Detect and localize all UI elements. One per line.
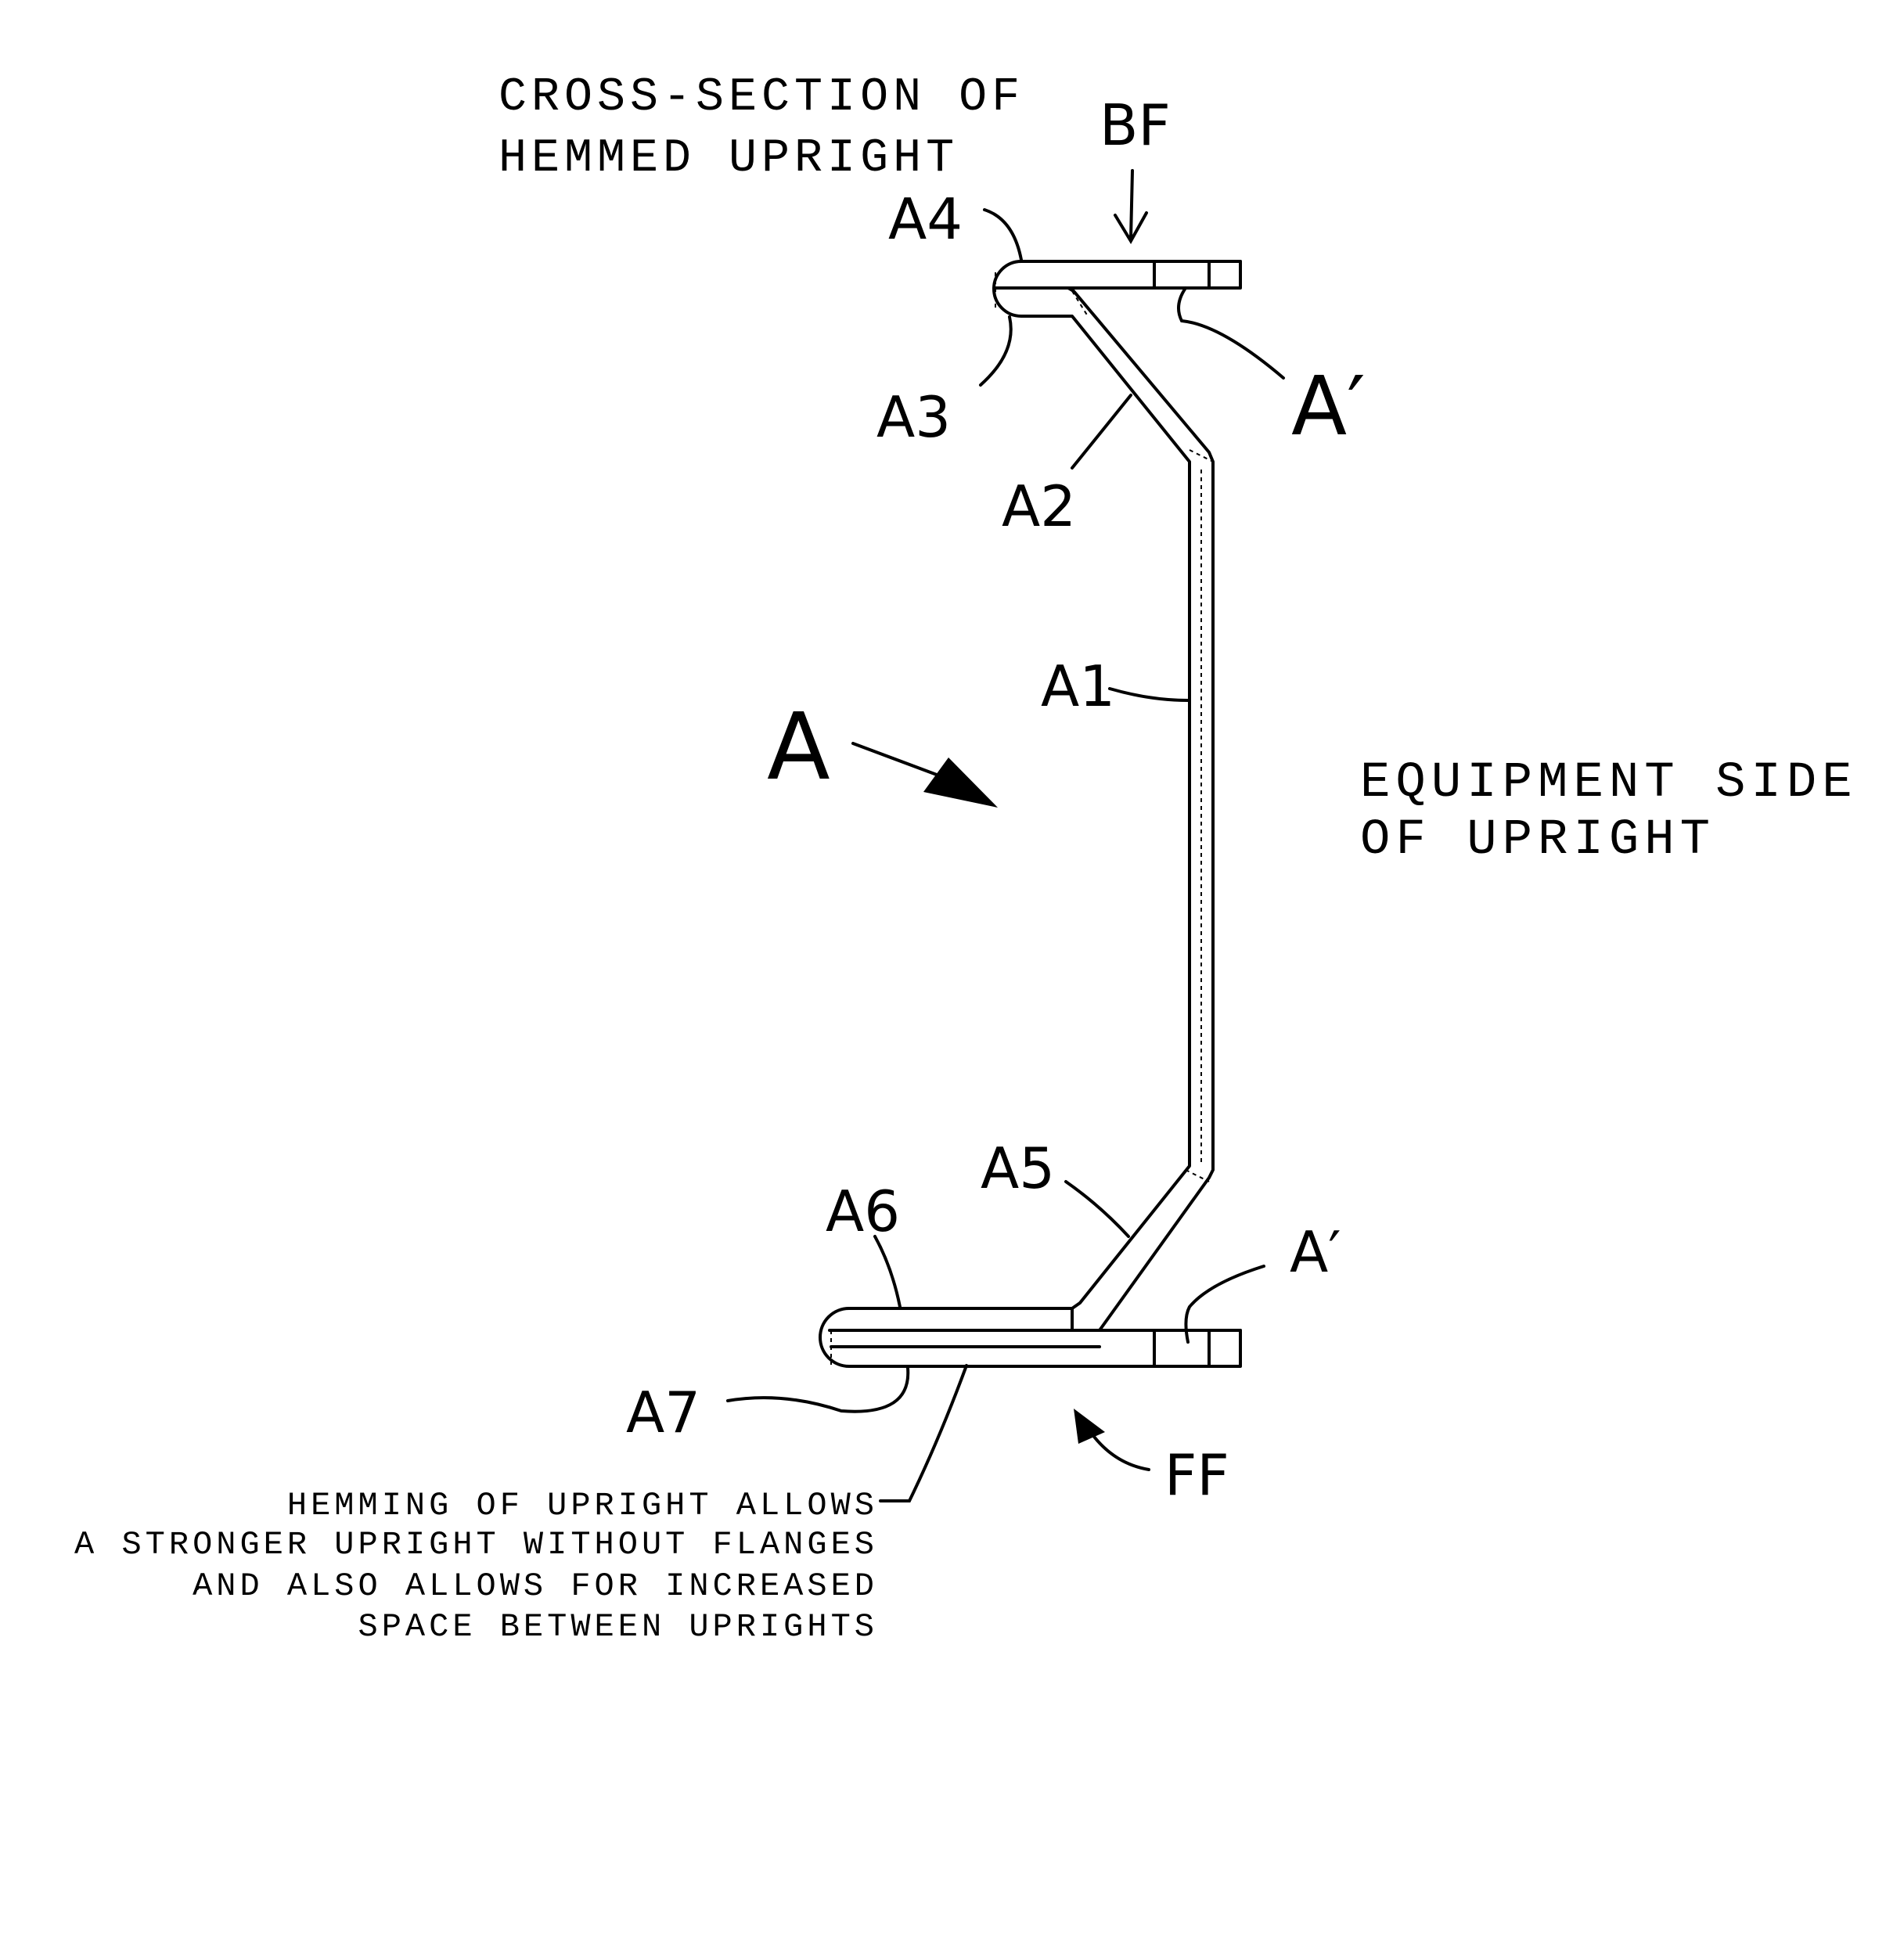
bottom-hem-outline (820, 1308, 1240, 1366)
a5-leader (1066, 1182, 1128, 1236)
a7-leader (728, 1368, 908, 1412)
side-label-line-2: OF UPRIGHT (1360, 812, 1715, 869)
label-a7: A7 (626, 1380, 700, 1445)
label-a-prime-top: A′ (1291, 358, 1366, 454)
a3-leader (981, 317, 1011, 385)
a6-leader (875, 1236, 900, 1307)
label-bf: BF (1100, 92, 1171, 158)
label-a4: A4 (888, 186, 963, 252)
title-line-2: HEMMED UPRIGHT (498, 132, 959, 185)
label-a2: A2 (1002, 473, 1076, 539)
a-arrow-shaft (853, 743, 943, 777)
label-a5: A5 (981, 1135, 1055, 1201)
note-line-1: HEMMING OF UPRIGHT ALLOWS (287, 1487, 878, 1524)
bottom-bend-dash (1186, 1170, 1209, 1182)
label-a1: A1 (1041, 653, 1115, 719)
title-line-1: CROSS-SECTION OF (498, 71, 1024, 124)
a-arrow-head (923, 757, 998, 808)
note-line-3: AND ALSO ALLOWS FOR INCREASED (193, 1567, 878, 1605)
label-ff: FF (1164, 1442, 1229, 1508)
a-prime-top-leader (1179, 288, 1283, 378)
a1-leader (1110, 689, 1188, 700)
label-a: A (767, 693, 830, 801)
ff-arrow-head (1074, 1409, 1105, 1444)
a4-leader (984, 210, 1021, 260)
note-line-4: SPACE BETWEEN UPRIGHTS (358, 1608, 879, 1646)
bf-arrow (1115, 171, 1146, 241)
label-a6: A6 (826, 1179, 900, 1244)
note-leader (880, 1366, 966, 1501)
side-label-line-1: EQUIPMENT SIDE (1360, 755, 1858, 811)
label-a3: A3 (876, 384, 951, 450)
ink-speck (196, 1587, 199, 1590)
a2-leader (1072, 395, 1131, 468)
note-line-2: A STRONGER UPRIGHT WITHOUT FLANGES (74, 1526, 878, 1564)
label-a-prime-bottom: A′ (1290, 1219, 1341, 1285)
